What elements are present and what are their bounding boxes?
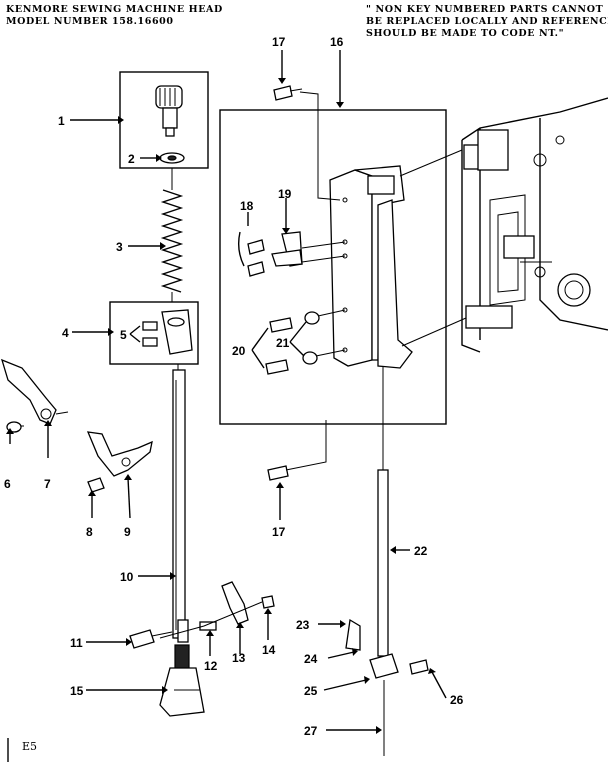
callout-26: 26 xyxy=(450,693,464,707)
callout-17-top: 17 xyxy=(272,35,286,49)
callout-23: 23 xyxy=(296,618,310,632)
callout-14: 14 xyxy=(262,643,276,657)
diagram-title: KENMORE SEWING MACHINE HEAD MODEL NUMBER… xyxy=(6,4,223,28)
part-4-box xyxy=(109,301,199,365)
callout-6: 6 xyxy=(4,477,11,491)
note-line-3: SHOULD BE MADE TO CODE NT." xyxy=(366,28,565,39)
callout-21: 21 xyxy=(276,336,290,350)
callout-16: 16 xyxy=(330,35,344,49)
callout-1: 1 xyxy=(58,114,65,128)
note-line-2: BE REPLACED LOCALLY AND REFERENCE xyxy=(366,16,608,27)
part-1-box xyxy=(119,71,209,169)
title-line-1: KENMORE SEWING MACHINE HEAD xyxy=(6,4,223,15)
part-16-box xyxy=(219,109,447,425)
callout-15: 15 xyxy=(70,684,84,698)
callout-8: 8 xyxy=(86,525,93,539)
parts-note: " NON KEY NUMBERED PARTS CANNOT BE REPLA… xyxy=(366,4,608,40)
part-17-screws xyxy=(267,85,303,481)
callout-12: 12 xyxy=(204,659,218,673)
callout-3: 3 xyxy=(116,240,123,254)
callout-4: 4 xyxy=(62,326,69,340)
callout-13: 13 xyxy=(232,651,246,665)
note-line-1: " NON KEY NUMBERED PARTS CANNOT xyxy=(366,4,604,15)
callout-17-bottom: 17 xyxy=(272,525,286,539)
callout-25: 25 xyxy=(304,684,318,698)
callout-20: 20 xyxy=(232,344,246,358)
part-11-14-group xyxy=(129,581,275,649)
callout-24: 24 xyxy=(304,652,318,666)
part-10-bar xyxy=(172,369,189,643)
callout-leaders xyxy=(6,50,447,734)
title-line-2: MODEL NUMBER 158.16600 xyxy=(6,16,174,27)
callout-numbers: 1 2 3 4 5 6 7 8 9 10 11 12 13 14 15 16 1… xyxy=(4,35,464,738)
part-8-9-lever xyxy=(86,431,153,493)
assembly-lines xyxy=(55,91,467,639)
machine-head-casting xyxy=(461,97,608,353)
callout-10: 10 xyxy=(120,570,134,584)
part-15-presser-foot xyxy=(159,644,205,717)
callout-22: 22 xyxy=(414,544,428,558)
callout-9: 9 xyxy=(124,525,131,539)
page-code: E5 xyxy=(22,740,38,753)
callout-19: 19 xyxy=(278,187,292,201)
callout-18: 18 xyxy=(240,199,254,213)
callout-5: 5 xyxy=(120,328,127,342)
callout-2: 2 xyxy=(128,152,135,166)
callout-7: 7 xyxy=(44,477,51,491)
callout-27: 27 xyxy=(304,724,318,738)
callout-11: 11 xyxy=(70,636,83,650)
part-18-21-group xyxy=(247,231,320,375)
part-3-spring xyxy=(160,189,184,293)
part-22-27-group xyxy=(345,469,429,756)
